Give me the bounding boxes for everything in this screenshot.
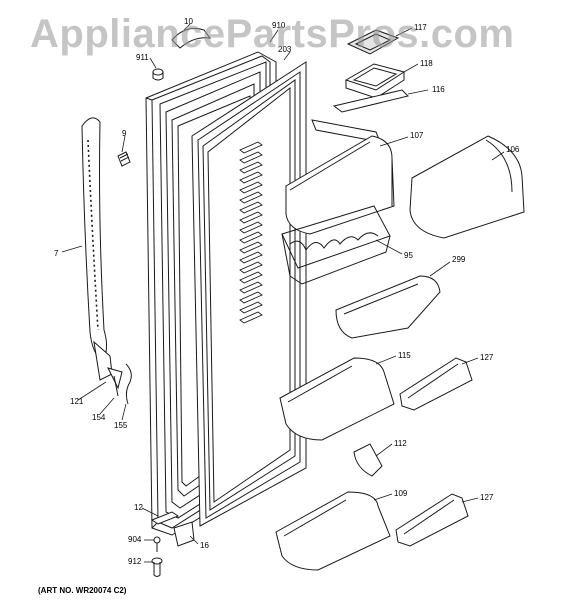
spring-155 bbox=[125, 363, 132, 405]
callout-9: 9 bbox=[122, 129, 127, 138]
door-bin-109 bbox=[275, 491, 391, 571]
callout-16: 16 bbox=[200, 541, 209, 550]
callout-116: 116 bbox=[432, 85, 445, 94]
bracket-12 bbox=[150, 511, 180, 525]
callout-904: 904 bbox=[128, 535, 142, 544]
door-gasket bbox=[191, 61, 307, 527]
bin-cover-106 bbox=[409, 135, 525, 239]
callout-112: 112 bbox=[394, 439, 407, 448]
door-bin-107 bbox=[285, 119, 395, 235]
hinge-bushing-911 bbox=[152, 68, 164, 81]
part-116-rail bbox=[332, 89, 409, 113]
callout-203: 203 bbox=[278, 45, 292, 54]
callout-127-upper: 127 bbox=[480, 353, 494, 362]
callout-911: 911 bbox=[136, 53, 149, 62]
part-117-cap bbox=[346, 29, 400, 55]
clip-112 bbox=[353, 443, 383, 477]
callout-7: 7 bbox=[54, 249, 59, 258]
callout-115: 115 bbox=[398, 351, 411, 360]
art-number: (ART NO. WR20074 C2) bbox=[38, 586, 127, 595]
callout-118: 118 bbox=[420, 59, 433, 68]
wire-shelf-95 bbox=[281, 205, 391, 285]
screw-154 bbox=[113, 375, 119, 397]
screw-9 bbox=[117, 151, 131, 167]
bin-insert-127-upper bbox=[399, 357, 473, 411]
door-handle bbox=[81, 117, 113, 381]
liner-ribs bbox=[239, 141, 263, 324]
callout-107: 107 bbox=[410, 131, 424, 140]
callout-127-lower: 127 bbox=[480, 493, 494, 502]
callout-95: 95 bbox=[404, 251, 413, 260]
leader-lines bbox=[61, 23, 505, 563]
callout-106: 106 bbox=[506, 145, 520, 154]
callout-910: 910 bbox=[272, 21, 286, 30]
shelf-299 bbox=[335, 275, 441, 339]
bin-insert-127-lower bbox=[395, 493, 469, 547]
callout-299: 299 bbox=[452, 255, 466, 264]
hinge-pin-912 bbox=[151, 557, 163, 577]
callout-155: 155 bbox=[114, 421, 128, 430]
callout-121: 121 bbox=[70, 397, 84, 406]
door-top-cap bbox=[171, 27, 212, 49]
screw-904 bbox=[153, 536, 161, 552]
callout-117: 117 bbox=[414, 23, 427, 32]
handle-mount-121 bbox=[107, 367, 123, 390]
callout-labels: 10 910 203 911 117 118 116 107 106 9 7 9… bbox=[54, 17, 520, 566]
callout-109: 109 bbox=[394, 489, 408, 498]
callout-154: 154 bbox=[92, 413, 106, 422]
callout-10: 10 bbox=[184, 17, 193, 26]
callout-912: 912 bbox=[128, 557, 142, 566]
callout-12: 12 bbox=[134, 503, 143, 512]
door-bin-115 bbox=[279, 357, 395, 441]
